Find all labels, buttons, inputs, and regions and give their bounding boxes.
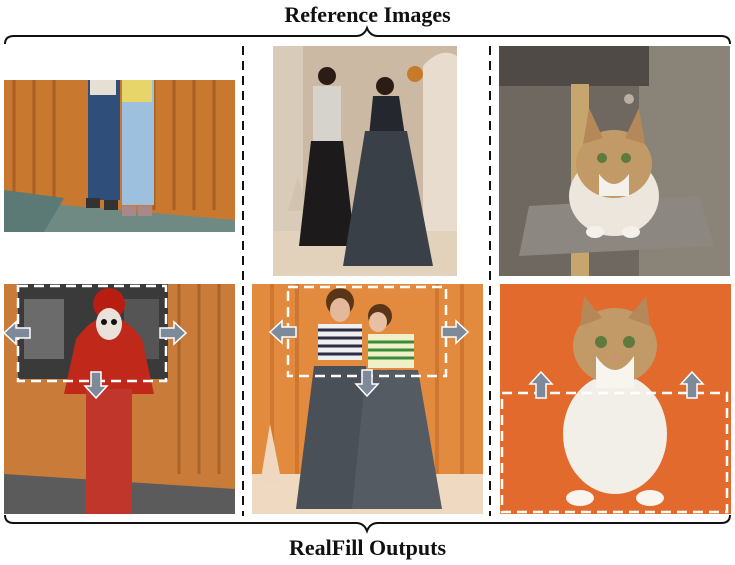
arrow-left-icon — [3, 321, 31, 345]
bottom-brace — [4, 514, 731, 534]
reference-images-title: Reference Images — [284, 2, 451, 27]
realfill-outputs-title: RealFill Outputs — [288, 535, 447, 560]
known-region-box-1 — [16, 284, 168, 383]
reference-image-cat-tree — [499, 46, 730, 276]
top-brace — [4, 25, 731, 45]
output-image-cat-orange — [500, 284, 731, 514]
arrow-right-icon — [159, 321, 187, 345]
known-region-box-2 — [286, 285, 448, 378]
arrow-down-icon — [355, 369, 379, 397]
reference-image-container-couple — [4, 80, 235, 232]
reference-image-tulle-women — [273, 46, 457, 276]
arrow-down-icon — [84, 371, 108, 399]
output-image-couple — [252, 284, 483, 514]
known-region-box-3 — [500, 391, 729, 514]
arrow-up-icon — [529, 371, 553, 399]
arrow-left-icon — [269, 320, 297, 344]
